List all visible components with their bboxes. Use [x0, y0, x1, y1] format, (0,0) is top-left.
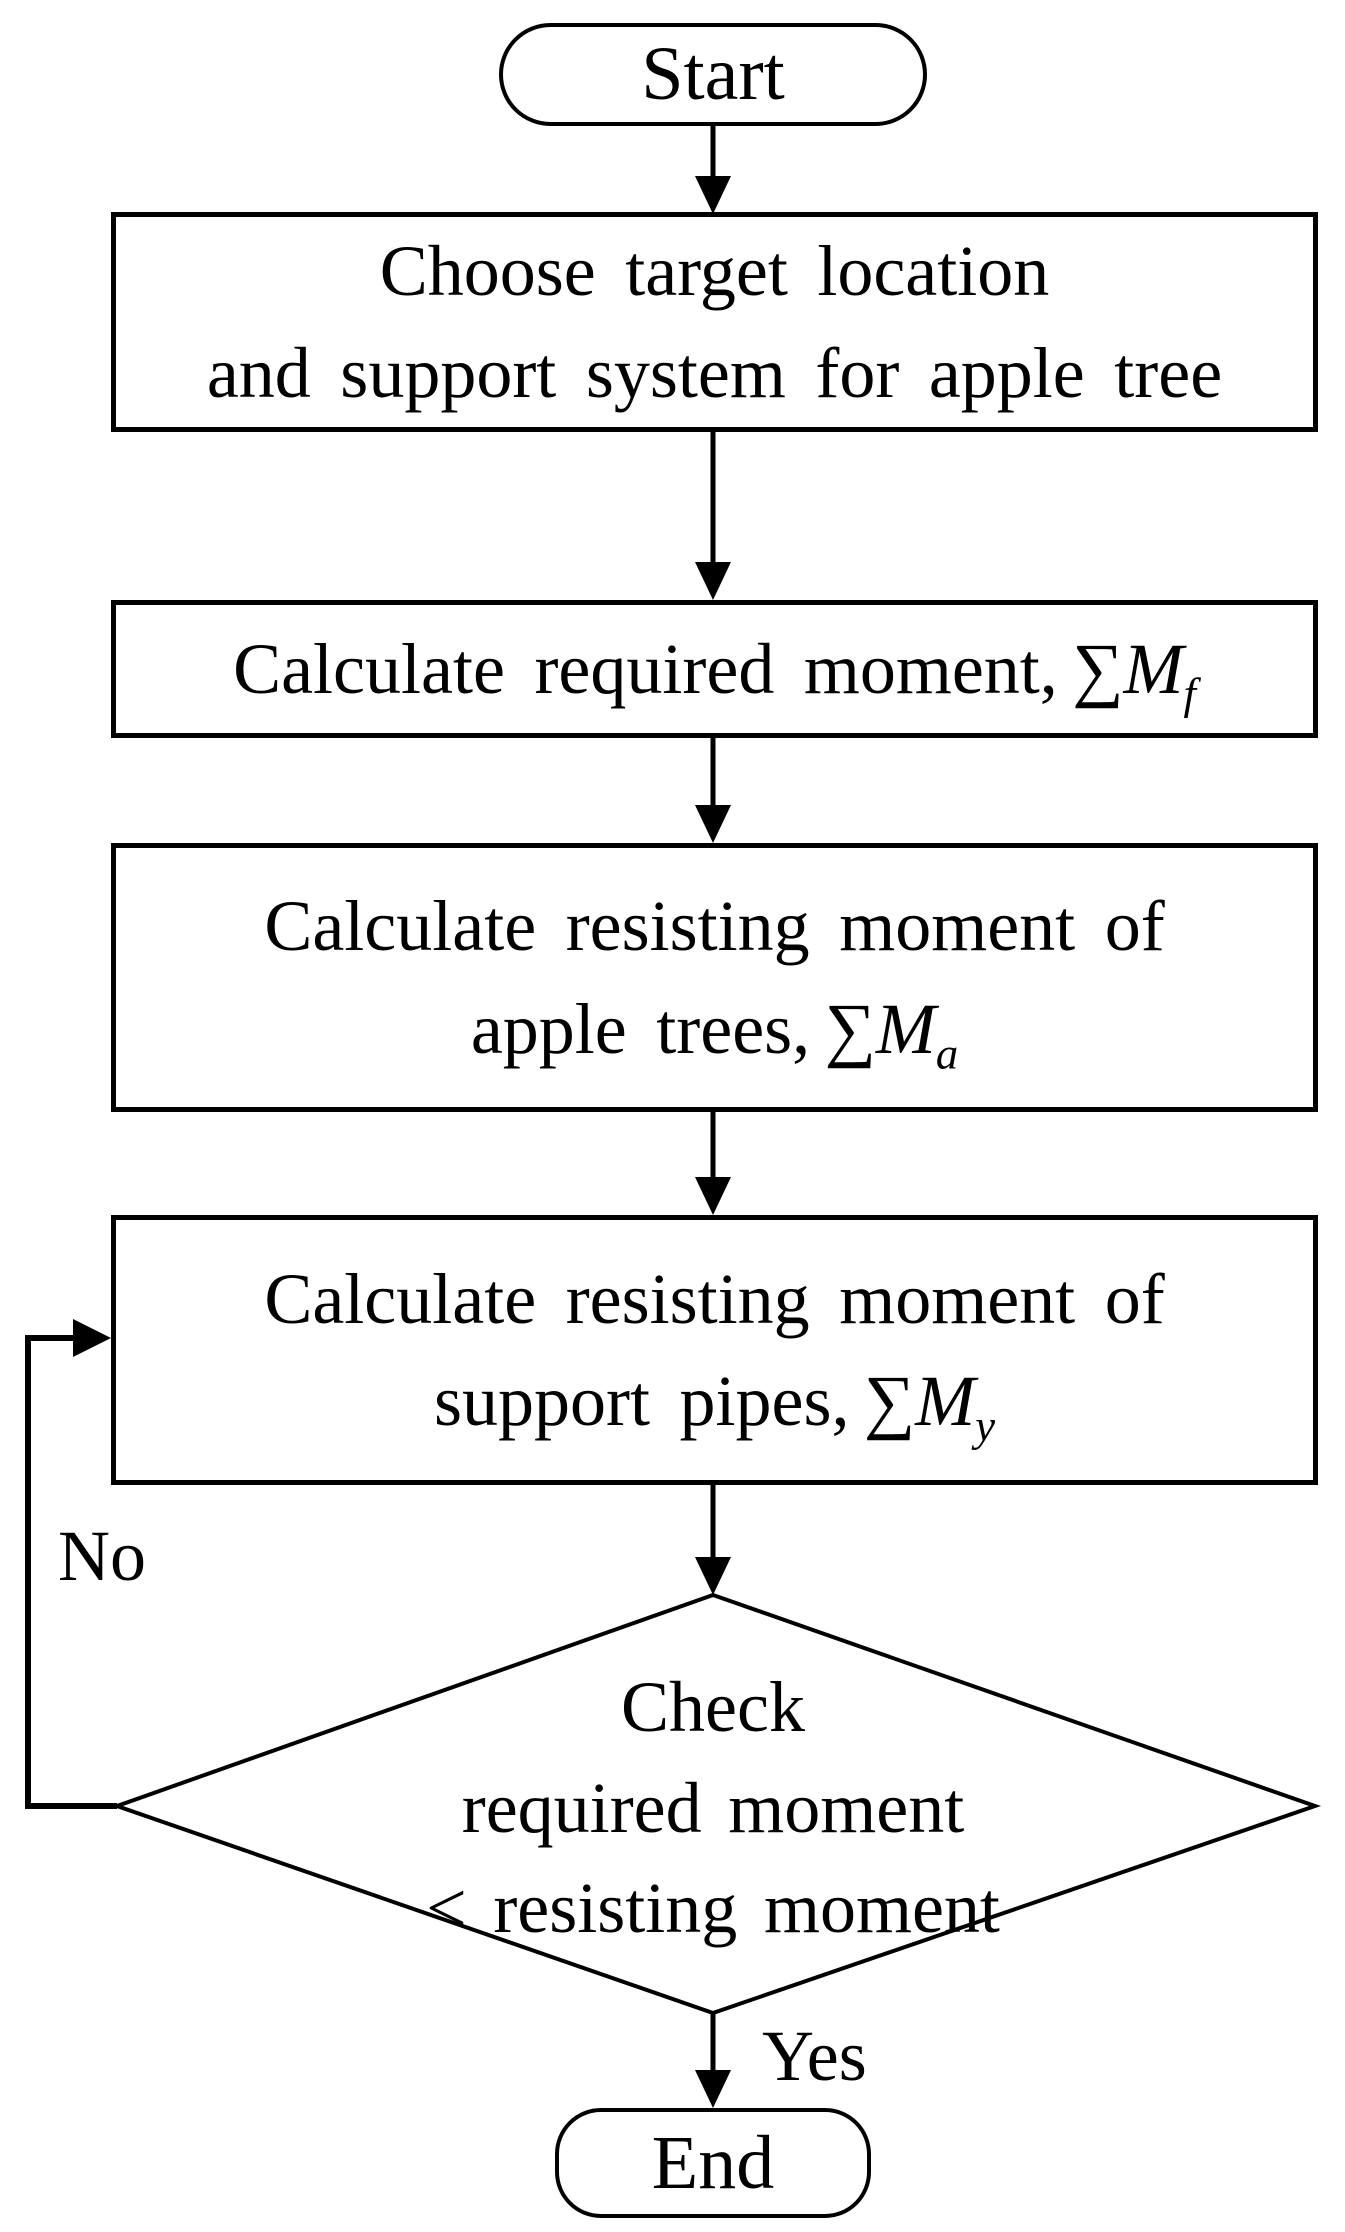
decision-line1: Check: [621, 1666, 805, 1747]
arrow-decision-to-end: [695, 2013, 731, 2108]
pipe-moment-text: support pipes,: [433, 1361, 850, 1441]
process-choose-location: Choose target location and support syste…: [111, 212, 1318, 432]
apple-moment-text: apple trees,: [470, 988, 811, 1069]
arrow-choose-to-required: [695, 432, 731, 600]
end-node: End: [555, 2108, 871, 2218]
required-moment-formula: ∑Mf: [1072, 628, 1196, 716]
decision-check-text: Check required moment < resisting moment: [258, 1620, 1168, 1996]
apple-moment-line1: Calculate resisting moment of: [264, 886, 1165, 967]
pipe-moment-line2: support pipes,∑My: [434, 1350, 995, 1452]
end-label: End: [651, 2120, 775, 2205]
decision-line3: < resisting moment: [426, 1868, 1000, 1949]
process-pipe-moment: Calculate resisting moment of support pi…: [111, 1215, 1318, 1485]
process-apple-moment: Calculate resisting moment of apple tree…: [111, 843, 1318, 1112]
arrow-pipes-to-decision: [695, 1485, 731, 1595]
sigma-symbol: ∑: [863, 1361, 916, 1441]
label-yes: Yes: [762, 2016, 867, 2096]
decision-line2: required moment: [461, 1767, 965, 1848]
moment-variable: M: [1123, 628, 1184, 709]
required-moment-line: Calculate required moment,∑Mf: [233, 618, 1196, 720]
pipe-moment-formula: ∑My: [863, 1361, 995, 1448]
required-moment-text: Calculate required moment,: [233, 628, 1058, 709]
pipe-moment-line1: Calculate resisting moment of: [264, 1258, 1165, 1339]
process-required-moment: Calculate required moment,∑Mf: [111, 600, 1318, 738]
start-node: Start: [499, 23, 927, 126]
arrow-start-to-choose: [695, 126, 731, 214]
apple-moment-line2: apple trees,∑Ma: [471, 978, 958, 1080]
arrow-apple-to-pipes: [695, 1112, 731, 1215]
moment-subscript: f: [1183, 668, 1196, 719]
start-label: Start: [641, 32, 785, 116]
arrow-required-to-apple: [695, 738, 731, 843]
apple-moment-formula: ∑Ma: [824, 988, 959, 1076]
label-no: No: [58, 1516, 146, 1596]
moment-subscript: a: [935, 1027, 959, 1078]
moment-variable: M: [915, 1361, 976, 1441]
choose-location-line1: Choose target location: [379, 230, 1050, 311]
sigma-symbol: ∑: [824, 988, 876, 1069]
sigma-symbol: ∑: [1072, 628, 1124, 709]
choose-location-line2: and support system for apple tree: [206, 333, 1223, 413]
moment-variable: M: [875, 988, 936, 1069]
arrow-no-loop: [25, 1319, 117, 1809]
moment-subscript: y: [975, 1400, 996, 1451]
